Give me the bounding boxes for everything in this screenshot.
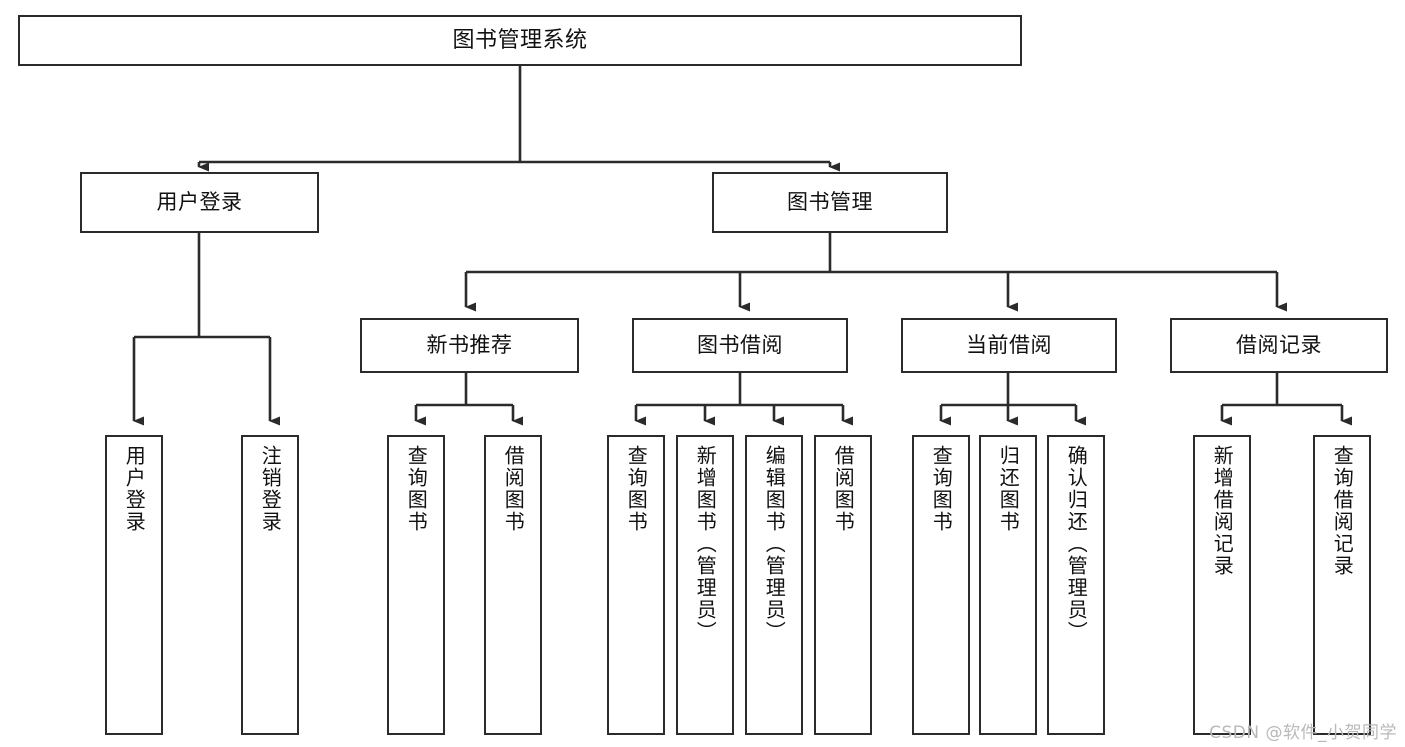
leaf-add-book-admin[interactable]: 新增图书（管理员） xyxy=(676,435,734,735)
node-label: 图书借阅 xyxy=(697,333,783,358)
node-label: 借阅图书 xyxy=(501,445,526,533)
node-current-borrow[interactable]: 当前借阅 xyxy=(901,318,1117,373)
node-label: 借阅图书 xyxy=(831,445,856,533)
leaf-query-borrow-record[interactable]: 查询借阅记录 xyxy=(1313,435,1371,735)
csdn-watermark: CSDN @软件_小贺同学 xyxy=(1209,723,1397,743)
leaf-return-book[interactable]: 归还图书 xyxy=(979,435,1037,735)
node-label: 图书管理系统 xyxy=(452,27,588,53)
leaf-query-book-current[interactable]: 查询图书 xyxy=(912,435,970,735)
node-label: 查询图书 xyxy=(624,445,649,533)
leaf-edit-book-admin[interactable]: 编辑图书（管理员） xyxy=(745,435,803,735)
leaf-add-borrow-record[interactable]: 新增借阅记录 xyxy=(1193,435,1251,735)
node-book-management[interactable]: 图书管理 xyxy=(712,172,948,233)
node-label: 编辑图书（管理员） xyxy=(762,445,787,643)
leaf-confirm-return-admin[interactable]: 确认归还（管理员） xyxy=(1047,435,1105,735)
node-label: 新增图书（管理员） xyxy=(693,445,718,643)
node-label: 用户登录 xyxy=(122,445,147,533)
leaf-user-logout[interactable]: 注销登录 xyxy=(241,435,299,735)
leaf-borrow-book-recommend[interactable]: 借阅图书 xyxy=(484,435,542,735)
node-new-book-recommend[interactable]: 新书推荐 xyxy=(360,318,579,373)
leaf-borrow-book[interactable]: 借阅图书 xyxy=(814,435,872,735)
node-borrow-record[interactable]: 借阅记录 xyxy=(1170,318,1388,373)
node-label: 借阅记录 xyxy=(1236,333,1322,358)
leaf-query-book-recommend[interactable]: 查询图书 xyxy=(387,435,445,735)
node-label: 查询借阅记录 xyxy=(1330,445,1355,577)
node-book-borrow[interactable]: 图书借阅 xyxy=(632,318,848,373)
node-user-login[interactable]: 用户登录 xyxy=(80,172,319,233)
leaf-query-book-borrow[interactable]: 查询图书 xyxy=(607,435,665,735)
node-label: 当前借阅 xyxy=(966,333,1052,358)
node-label: 查询图书 xyxy=(404,445,429,533)
node-label: 新书推荐 xyxy=(426,333,513,358)
node-label: 确认归还（管理员） xyxy=(1064,445,1089,643)
node-label: 归还图书 xyxy=(996,445,1021,533)
node-root-library-system[interactable]: 图书管理系统 xyxy=(18,15,1022,66)
node-label: 图书管理 xyxy=(787,190,873,215)
node-label: 用户登录 xyxy=(156,190,243,215)
node-label: 注销登录 xyxy=(258,445,283,533)
node-label: 新增借阅记录 xyxy=(1210,445,1235,577)
leaf-user-login[interactable]: 用户登录 xyxy=(105,435,163,735)
node-label: 查询图书 xyxy=(929,445,954,533)
